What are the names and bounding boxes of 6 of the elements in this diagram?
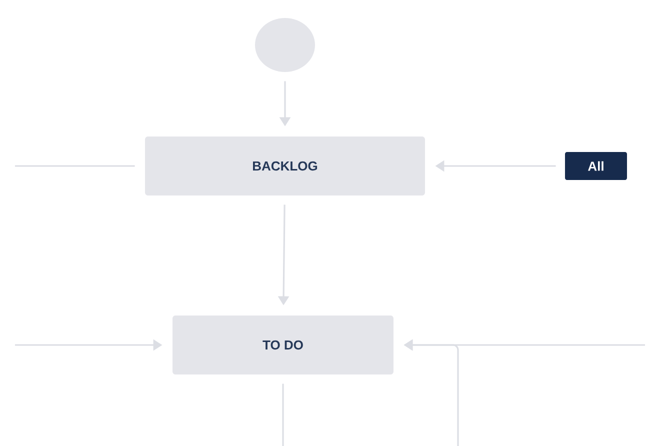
status-box: BACKLOG [145, 136, 425, 196]
connector-line [282, 384, 284, 446]
connector-line [15, 165, 135, 167]
start-circle [255, 18, 315, 72]
tag-badge: All [565, 152, 627, 180]
status-box: TO DO [172, 316, 394, 374]
